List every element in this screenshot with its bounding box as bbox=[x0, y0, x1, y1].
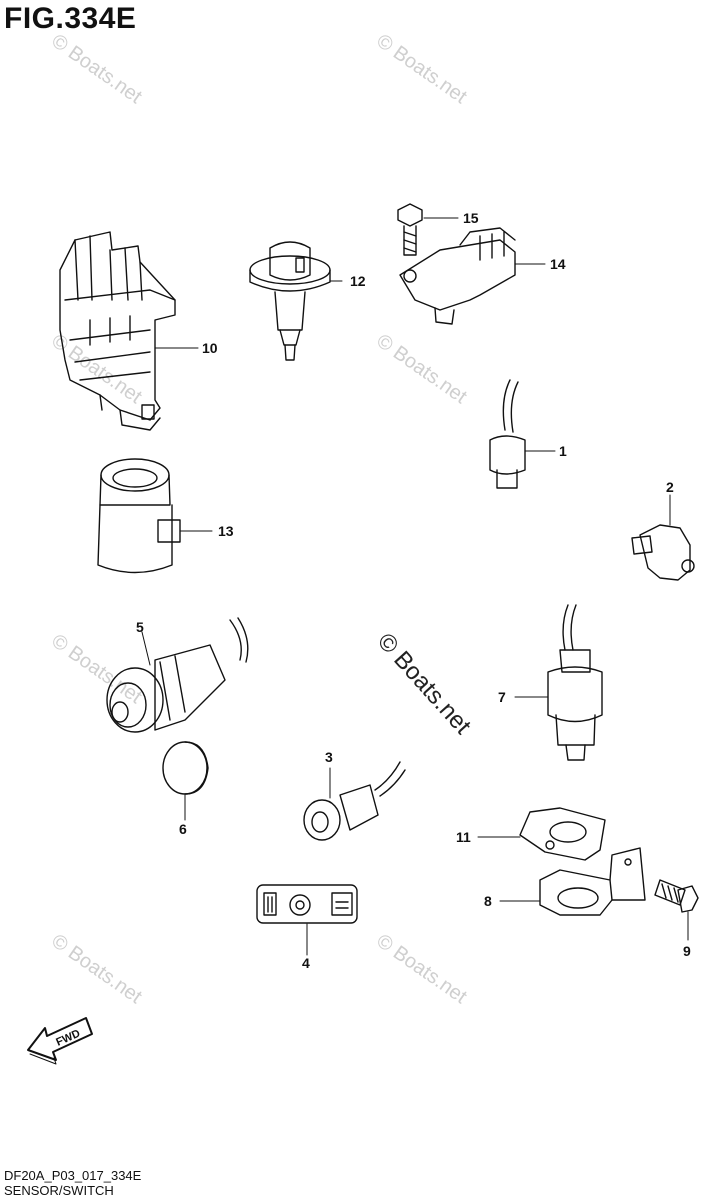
callout-5: 5 bbox=[136, 619, 144, 635]
part-12-sensor bbox=[249, 241, 343, 361]
callout-14: 14 bbox=[550, 256, 566, 272]
part-6-cap bbox=[162, 741, 209, 821]
figure-title: FIG.334E bbox=[4, 2, 137, 35]
callout-10: 10 bbox=[202, 340, 218, 356]
callout-3: 3 bbox=[325, 749, 333, 765]
part-11-gasket bbox=[477, 807, 606, 861]
callout-13: 13 bbox=[218, 523, 234, 539]
callout-12: 12 bbox=[350, 273, 366, 289]
callout-11: 11 bbox=[456, 829, 471, 845]
part-1-temp-sensor bbox=[489, 379, 556, 489]
part-4-label bbox=[256, 884, 358, 956]
part-14-map-sensor bbox=[399, 227, 546, 325]
part-2-knock-sensor bbox=[631, 494, 695, 581]
part-5-switch bbox=[106, 617, 249, 733]
callout-1: 1 bbox=[559, 443, 567, 459]
section-label: SENSOR/SWITCH bbox=[4, 1183, 114, 1198]
part-8-bracket bbox=[499, 847, 646, 916]
part-9-bolt bbox=[654, 879, 699, 941]
part-15-bolt bbox=[397, 203, 459, 256]
part-7-pressure-switch bbox=[514, 604, 603, 761]
callout-15: 15 bbox=[463, 210, 479, 226]
callout-4: 4 bbox=[302, 955, 310, 971]
model-code: DF20A_P03_017_334E bbox=[4, 1168, 142, 1183]
part-3-sensor bbox=[303, 761, 406, 841]
callout-9: 9 bbox=[683, 943, 691, 959]
callout-2: 2 bbox=[666, 479, 674, 495]
callout-6: 6 bbox=[179, 821, 187, 837]
part-10-bracket bbox=[59, 231, 199, 431]
callout-7: 7 bbox=[498, 689, 506, 705]
callout-8: 8 bbox=[484, 893, 492, 909]
fwd-arrow-icon bbox=[27, 1017, 93, 1065]
part-13-rubber-cover bbox=[97, 458, 213, 574]
